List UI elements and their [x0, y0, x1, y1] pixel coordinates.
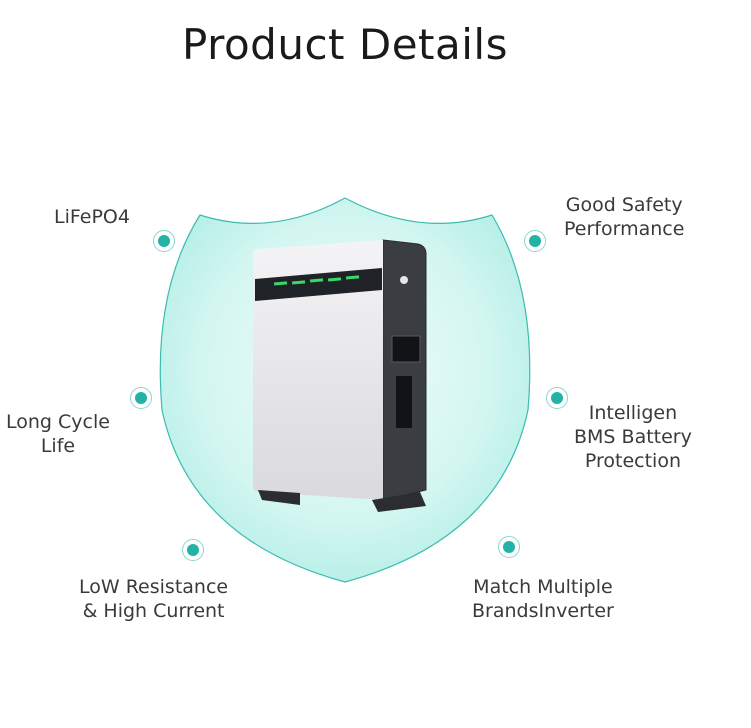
bullet-dot-icon — [130, 387, 152, 409]
feature-label-inverter: Match Multiple BrandsInverter — [472, 575, 614, 623]
page-title: Product Details — [182, 20, 508, 69]
feature-line: Performance — [564, 218, 685, 240]
bullet-dot-icon — [182, 539, 204, 561]
bullet-dot-icon — [524, 230, 546, 252]
feature-line: Life — [40, 435, 76, 457]
feature-line: Good Safety — [565, 194, 683, 216]
feature-line: BMS Battery — [574, 426, 692, 448]
feature-line: Long Cycle — [6, 411, 110, 433]
feature-line: BrandsInverter — [472, 600, 614, 622]
battery-unit — [253, 239, 427, 512]
feature-line: Match Multiple — [473, 576, 613, 598]
feature-label-safety: Good Safety Performance — [564, 193, 684, 241]
feature-label-bms: Intelligen BMS Battery Protection — [574, 401, 692, 473]
feature-label-lifepo4: LiFePO4 — [54, 205, 130, 229]
feature-line: Intelligen — [588, 402, 678, 424]
feature-line: & High Current — [82, 600, 225, 622]
bullet-dot-icon — [498, 536, 520, 558]
feature-line: LoW Resistance — [79, 576, 229, 598]
feature-line: Protection — [584, 450, 681, 472]
feature-line: LiFePO4 — [54, 206, 130, 228]
feature-label-cycle-life: Long Cycle Life — [6, 410, 110, 458]
feature-label-resistance: LoW Resistance & High Current — [79, 575, 228, 623]
bullet-dot-icon — [153, 230, 175, 252]
bullet-dot-icon — [546, 387, 568, 409]
